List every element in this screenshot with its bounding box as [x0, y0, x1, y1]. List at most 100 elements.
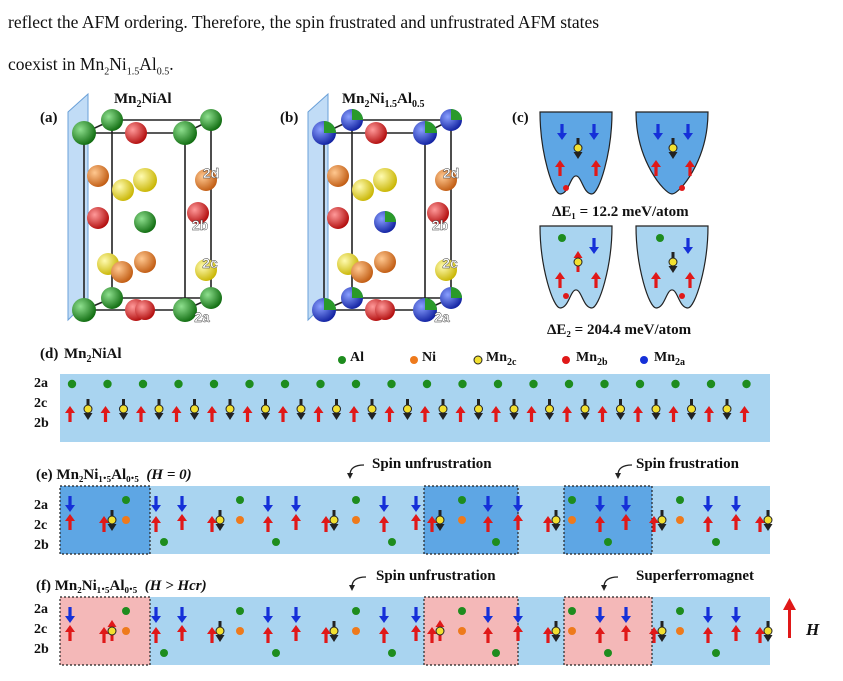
energy-1-label: ΔE₁ = 12.2 meV/atom: [552, 204, 689, 220]
spin-chain-f: [59, 596, 773, 666]
mn2c-atom: [119, 404, 128, 414]
atom-dot: [174, 379, 183, 389]
spin-down-arrow: [557, 124, 567, 140]
spin-up-arrow: [555, 272, 565, 288]
mn2c-atom: [474, 404, 483, 414]
mn2c-atom: [657, 626, 667, 636]
mn2c-atom: [107, 515, 117, 525]
atom-dot: [236, 516, 244, 524]
annotation-f-superferromagnet: Superferromagnet: [636, 568, 755, 584]
mn2c-atom: [722, 404, 732, 414]
lattice-atom: [375, 300, 395, 320]
mn2c-atom: [551, 626, 561, 636]
annotation-f-unfrustration: Spin unfrustration: [376, 568, 496, 584]
lattice-atom: [87, 207, 109, 229]
spin-down-arrow: [177, 607, 187, 623]
spin-up-arrow: [100, 406, 111, 422]
lattice-atom: [200, 287, 222, 309]
atom-dot: [712, 649, 720, 657]
spin-up-arrow: [65, 625, 75, 641]
legend-icons: [338, 355, 648, 365]
mn2c-atom: [551, 515, 561, 525]
mixed-site-fraction: [324, 121, 336, 133]
mn2c-atom: [329, 626, 339, 636]
spin-down-arrow: [595, 496, 605, 512]
mn2c-atom: [763, 515, 773, 525]
legend-mn2c: Mn2c: [486, 350, 517, 368]
lattice-atom: [327, 165, 349, 187]
spin-down-arrow: [379, 607, 389, 623]
spin-down-arrow: [411, 607, 421, 623]
spin-up-arrow: [513, 514, 523, 530]
atom-dot: [676, 607, 684, 615]
spin-up-arrow: [379, 627, 389, 643]
spin-up-arrow: [739, 406, 750, 422]
panel-e-label: (e) Mn₂Ni₁.₅Al₀.₅ (H = 0): [36, 467, 192, 483]
mn2c-atom: [668, 257, 678, 267]
spin-up-arrow: [633, 406, 643, 422]
lattice-atom: [351, 261, 373, 283]
spin-up-arrow: [99, 627, 109, 643]
atom-dot: [656, 234, 664, 242]
atom-dot: [122, 627, 130, 635]
spin-up-arrow: [177, 514, 187, 530]
atom-dot: [387, 379, 396, 389]
atom-dot: [122, 607, 130, 615]
lattice-atom: [112, 179, 134, 201]
spin-down-arrow: [291, 607, 301, 623]
spin-up-arrow: [313, 406, 324, 422]
spin-down-arrow: [703, 496, 713, 512]
spin-up-arrow: [483, 627, 493, 643]
legend-mn2c-dot: [473, 355, 483, 365]
spin-up-arrow: [704, 406, 714, 422]
legend-al-dot: [338, 356, 346, 364]
paragraph-line-1: reflect the AFM ordering. Therefore, the…: [8, 12, 600, 32]
spin-up-arrow: [455, 406, 466, 422]
mn2c-atom: [573, 257, 583, 267]
atom-dot: [564, 379, 574, 389]
atom-dot: [122, 496, 130, 504]
spin-up-arrow: [291, 514, 301, 530]
atom-dot: [529, 379, 538, 389]
atom-dot: [352, 516, 360, 524]
spin-up-arrow: [562, 406, 572, 422]
panel-b-title: Mn2Ni1.5Al0.5: [342, 91, 425, 110]
atom-dot: [103, 379, 112, 389]
site-label: 2a: [434, 309, 450, 325]
mixed-site-fraction: [425, 121, 437, 133]
lattice-atom: [435, 169, 457, 191]
atom-dot: [679, 185, 685, 191]
panel-d-label: (d): [40, 346, 59, 362]
mn2c-atom: [332, 404, 341, 414]
atom-dot: [676, 516, 684, 524]
spin-up-arrow: [427, 516, 437, 532]
legend-mn2a: Mn2a: [654, 350, 685, 368]
lattice-atom: [87, 165, 109, 187]
lattice-atom: [135, 300, 155, 320]
legend-mn2b: Mn2b: [576, 350, 608, 368]
legend-al: Al: [350, 350, 364, 365]
atom-dot: [604, 649, 612, 657]
mn2c-atom: [435, 626, 445, 636]
spin-up-arrow: [685, 160, 695, 176]
spin-down-arrow: [653, 124, 663, 140]
spin-up-arrow: [621, 514, 631, 530]
spin-down-arrow: [621, 607, 631, 623]
spin-up-arrow: [427, 627, 437, 643]
spin-up-arrow: [591, 272, 601, 288]
spin-up-arrow: [379, 516, 389, 532]
field-arrow-head: [783, 598, 796, 610]
atom-dot: [563, 293, 569, 299]
lattice-atom: [134, 251, 156, 273]
atom-dot: [272, 538, 280, 546]
spin-down-arrow: [483, 607, 493, 623]
atom-dot: [671, 379, 680, 389]
spin-up-arrow: [597, 406, 608, 422]
mn2c-atom: [438, 404, 448, 414]
atom-dot: [122, 516, 130, 524]
spin-down-arrow: [483, 496, 493, 512]
atom-dot: [568, 627, 576, 635]
